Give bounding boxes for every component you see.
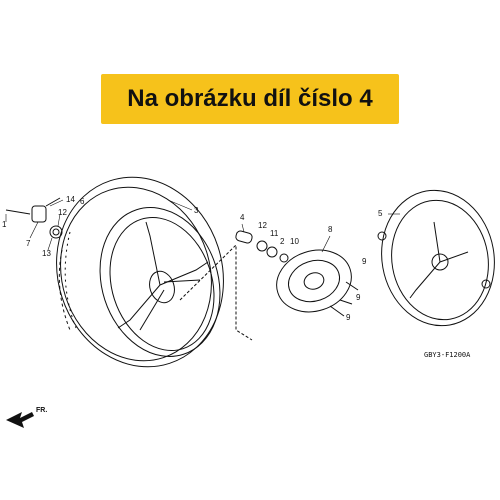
callout-8: 8 [328, 225, 333, 234]
callout-13: 13 [42, 249, 51, 258]
callout-labels: 1 14 6 3 12 7 13 4 12 11 2 10 8 9 9 9 5 [2, 195, 383, 322]
callout-10: 10 [290, 237, 299, 246]
callout-4: 4 [240, 213, 245, 222]
callout-7: 7 [26, 239, 31, 248]
callout-12-right: 12 [258, 221, 267, 230]
callout-5: 5 [378, 209, 383, 218]
callout-9-a: 9 [362, 257, 367, 266]
collar-part-4 [235, 230, 289, 263]
brake-disc [276, 249, 359, 317]
front-direction-arrow: FR. [6, 407, 47, 428]
callout-12-left: 12 [58, 208, 67, 217]
direction-label: FR. [36, 407, 47, 414]
callout-1: 1 [2, 220, 7, 229]
callout-9-c: 9 [346, 313, 351, 322]
callout-11: 11 [270, 229, 279, 238]
complete-wheel-assembly [377, 189, 495, 327]
axle-left-parts [5, 197, 63, 239]
wheel-rim [99, 207, 221, 357]
callout-6: 6 [80, 197, 85, 206]
front-tire [56, 176, 224, 368]
drawing-code: GBY3-F1200A [424, 351, 471, 359]
callout-3: 3 [194, 206, 199, 215]
banner-text: Na obrázku díl číslo 4 [127, 85, 373, 112]
callout-9-b: 9 [356, 293, 361, 302]
callout-2: 2 [280, 237, 285, 246]
part-number-banner: Na obrázku díl číslo 4 [101, 74, 399, 124]
callout-14: 14 [66, 195, 75, 204]
